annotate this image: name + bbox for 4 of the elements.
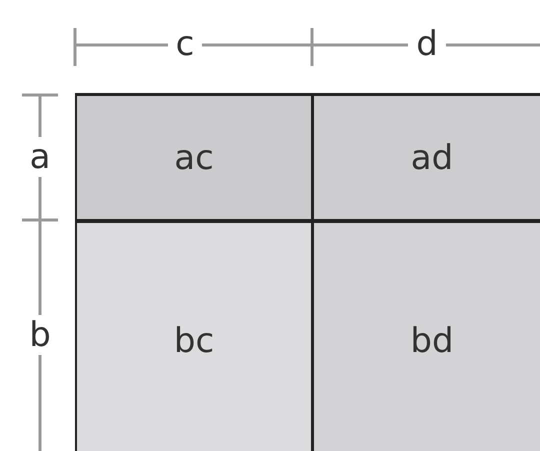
area-rectangle: bd [312, 220, 540, 451]
area-rectangle: ac [75, 93, 313, 221]
area-rectangle: bc [75, 220, 313, 451]
area-rectangle: ad [312, 93, 540, 221]
